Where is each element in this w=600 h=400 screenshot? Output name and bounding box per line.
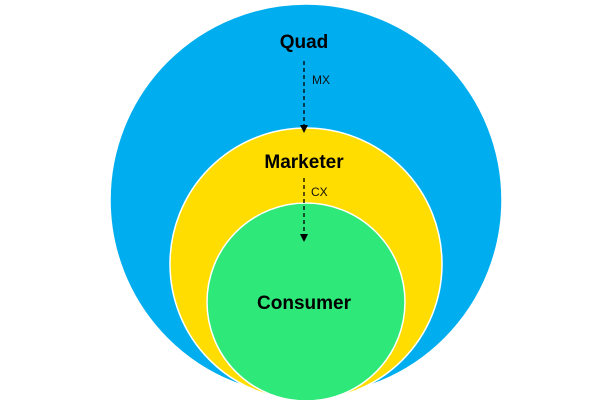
consumer-circle — [206, 202, 406, 400]
cx-arrow-label: CX — [311, 185, 328, 199]
marketer-label: Marketer — [264, 152, 344, 173]
mx-arrow-label: MX — [312, 73, 330, 87]
quad-label: Quad — [280, 32, 329, 53]
consumer-label: Consumer — [257, 293, 352, 314]
